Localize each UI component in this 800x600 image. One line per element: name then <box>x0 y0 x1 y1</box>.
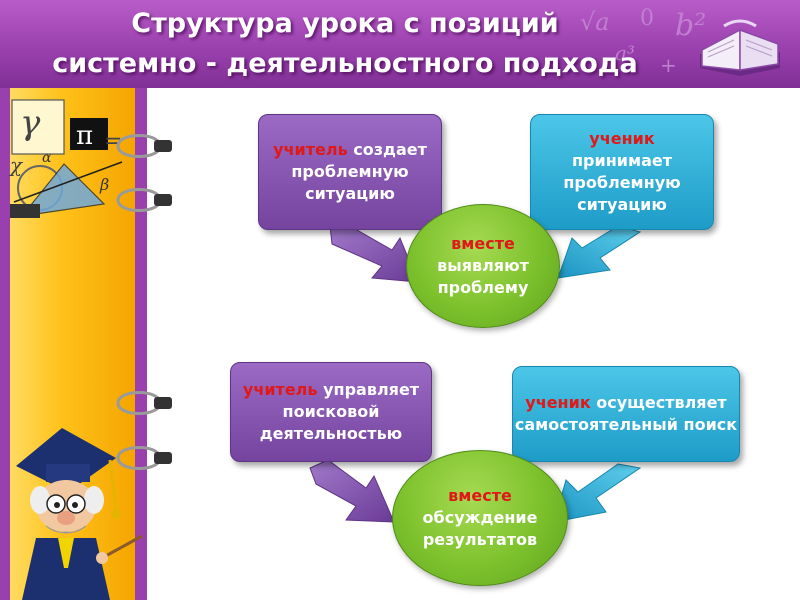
student-label: ученик <box>589 129 655 148</box>
svg-text:a³: a³ <box>615 41 635 65</box>
title-line-1: Структура урока с позиций <box>131 8 559 39</box>
teacher-box-2: учитель управляет поисковой деятельность… <box>230 362 432 462</box>
ring-binder-icon <box>116 391 172 415</box>
teacher-label: учитель <box>273 140 348 159</box>
together-circle-2: вместе обсуждение результатов <box>392 450 568 586</box>
together-action: выявляют проблему <box>437 256 529 297</box>
teacher-action: управляет поисковой деятельностью <box>259 380 420 443</box>
together-label: вместе <box>448 486 512 505</box>
student-box-2: ученик осуществляет самостоятельный поис… <box>512 366 740 462</box>
svg-text:χ: χ <box>8 153 24 177</box>
svg-text:+: + <box>660 53 677 77</box>
student-box-1: ученик принимает проблемную ситуацию <box>530 114 714 230</box>
svg-text:√a: √a <box>580 8 610 36</box>
math-symbols-icon: γ π = χ β α <box>8 99 122 218</box>
together-label: вместе <box>451 234 515 253</box>
ring-binder-icon <box>116 188 172 212</box>
ring-binder-icon <box>116 134 172 158</box>
svg-text:α: α <box>42 150 52 166</box>
together-action: обсуждение результатов <box>422 508 538 549</box>
book-icon <box>700 19 780 76</box>
math-background-icon: √a 0 b² a³ + <box>580 6 706 77</box>
student-label: ученик <box>525 393 591 412</box>
teacher-action: создает проблемную ситуацию <box>291 140 427 203</box>
student-action: принимает проблемную ситуацию <box>563 151 681 214</box>
title-line-2: системно - деятельностного подхода <box>52 48 638 79</box>
teacher-label: учитель <box>242 380 318 399</box>
teacher-box-1: учитель создает проблемную ситуацию <box>258 114 442 230</box>
student-action: осуществляет самостоятельный поиск <box>514 393 738 434</box>
sidebar-edge <box>0 88 10 600</box>
ring-binder-icon <box>116 446 172 470</box>
professor-icon <box>16 428 143 600</box>
svg-text:b²: b² <box>675 8 706 43</box>
svg-text:β: β <box>99 175 109 194</box>
together-circle-1: вместе выявляют проблему <box>406 204 560 328</box>
svg-text:0: 0 <box>640 6 654 31</box>
svg-text:π: π <box>76 121 93 151</box>
header-band: √a 0 b² a³ + Структура урока с позиций с… <box>0 0 800 90</box>
divider-bar <box>135 88 147 600</box>
slide-title: Структура урока с позиций системно - дея… <box>0 4 690 84</box>
svg-text:γ: γ <box>20 103 41 143</box>
